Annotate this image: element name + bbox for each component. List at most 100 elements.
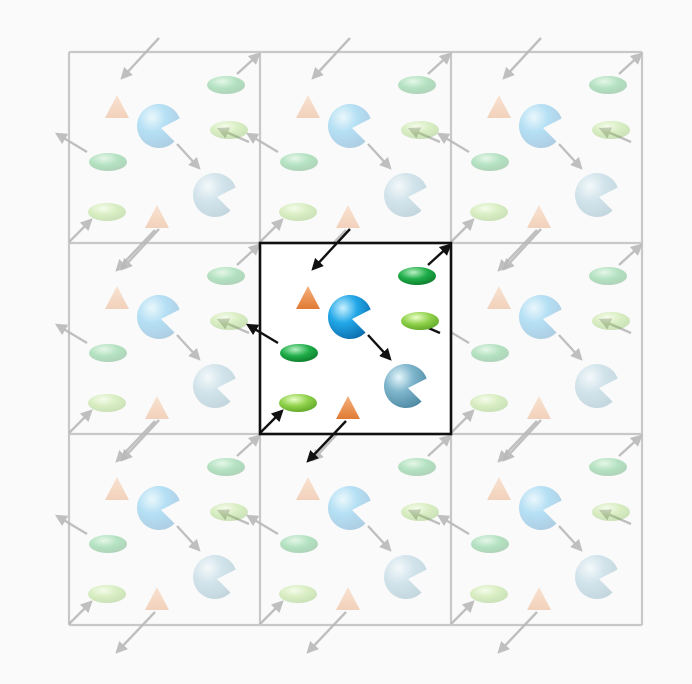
displacement-arrow: [313, 38, 350, 78]
displacement-arrow: [504, 420, 541, 460]
light-green-ellipse: [592, 312, 630, 330]
orange-triangle: [527, 587, 551, 610]
displacement-arrow: [559, 526, 581, 550]
displacement-arrow: [368, 526, 390, 550]
dark-green-ellipse: [589, 267, 627, 285]
orange-triangle: [105, 477, 129, 500]
dark-blue-pacman-molecule: [193, 364, 236, 408]
dark-blue-pacman-molecule: [384, 555, 427, 599]
light-green-ellipse: [210, 503, 248, 521]
light-green-ellipse: [279, 203, 317, 221]
dark-blue-pacman-molecule: [575, 364, 618, 408]
orange-triangle: [527, 205, 551, 228]
replica-cell: [57, 229, 259, 461]
displacement-arrow: [237, 54, 259, 74]
light-green-ellipse: [279, 394, 317, 412]
blue-pacman-molecule: [137, 295, 180, 339]
displacement-arrow: [439, 516, 469, 534]
replica-cell: [248, 420, 450, 652]
displacement-arrow: [177, 144, 199, 168]
blue-pacman-molecule: [519, 486, 562, 530]
orange-triangle: [296, 477, 320, 500]
dark-blue-pacman-molecule: [384, 173, 427, 217]
orange-triangle: [145, 396, 169, 419]
displacement-arrow: [499, 612, 537, 652]
light-green-ellipse: [210, 312, 248, 330]
displacement-arrow: [117, 421, 155, 461]
displacement-arrow: [122, 229, 159, 269]
displacement-arrow: [69, 411, 91, 433]
light-green-ellipse: [470, 203, 508, 221]
orange-triangle: [527, 396, 551, 419]
replica-cell: [57, 420, 259, 652]
displacement-arrow: [451, 602, 473, 624]
displacement-arrow: [248, 134, 278, 152]
dark-green-ellipse: [280, 344, 318, 362]
displacement-arrow: [499, 421, 537, 461]
displacement-arrow: [619, 436, 641, 456]
displacement-arrow: [428, 436, 450, 456]
blue-pacman-molecule: [328, 104, 371, 148]
light-green-ellipse: [470, 394, 508, 412]
replica-cell: [248, 38, 450, 270]
displacement-arrow: [451, 220, 473, 242]
displacement-arrow: [237, 245, 259, 265]
displacement-arrow: [451, 411, 473, 433]
replica-cell: [439, 420, 641, 652]
dark-blue-pacman-molecule: [575, 555, 618, 599]
dark-green-ellipse: [207, 76, 245, 94]
displacement-arrow: [57, 134, 87, 152]
displacement-arrow: [177, 526, 199, 550]
displacement-arrow: [237, 436, 259, 456]
orange-triangle: [336, 205, 360, 228]
dark-blue-pacman-molecule: [193, 555, 236, 599]
blue-pacman-molecule: [137, 104, 180, 148]
dark-green-ellipse: [589, 76, 627, 94]
dark-green-ellipse: [280, 535, 318, 553]
displacement-arrow: [504, 38, 541, 78]
displacement-arrow: [368, 144, 390, 168]
replica-cell: [439, 229, 641, 461]
dark-green-ellipse: [89, 344, 127, 362]
light-green-ellipse: [88, 203, 126, 221]
dark-green-ellipse: [207, 458, 245, 476]
displacement-arrow: [122, 420, 159, 460]
blue-pacman-molecule: [519, 295, 562, 339]
blue-pacman-molecule: [519, 104, 562, 148]
dark-green-ellipse: [89, 535, 127, 553]
displacement-arrow: [57, 516, 87, 534]
light-green-ellipse: [88, 585, 126, 603]
displacement-arrow: [619, 54, 641, 74]
orange-triangle: [336, 587, 360, 610]
displacement-arrow: [428, 54, 450, 74]
displacement-arrow: [559, 144, 581, 168]
displacement-arrow: [559, 335, 581, 359]
dark-green-ellipse: [207, 267, 245, 285]
light-green-ellipse: [401, 312, 439, 330]
orange-triangle: [105, 286, 129, 309]
dark-green-ellipse: [471, 344, 509, 362]
displacement-arrow: [499, 230, 537, 270]
blue-pacman-molecule: [137, 486, 180, 530]
orange-triangle: [145, 205, 169, 228]
displacement-arrow: [619, 245, 641, 265]
orange-triangle: [487, 286, 511, 309]
light-green-ellipse: [210, 121, 248, 139]
dark-blue-pacman-molecule: [193, 173, 236, 217]
orange-triangle: [487, 95, 511, 118]
dark-green-ellipse: [89, 153, 127, 171]
displacement-arrow: [439, 134, 469, 152]
displacement-arrow: [117, 230, 155, 270]
central-cell-layer: [248, 229, 451, 461]
light-green-ellipse: [88, 394, 126, 412]
displacement-arrow: [69, 602, 91, 624]
replica-cell: [439, 38, 641, 270]
replica-cell: [57, 38, 259, 270]
displacement-arrow: [122, 38, 159, 78]
orange-triangle: [296, 95, 320, 118]
dark-green-ellipse: [589, 458, 627, 476]
displacement-arrow: [117, 612, 155, 652]
orange-triangle: [487, 477, 511, 500]
